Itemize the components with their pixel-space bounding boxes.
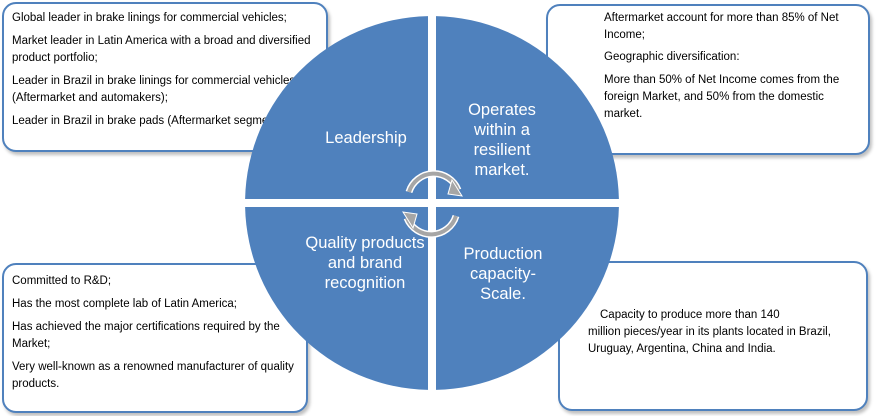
leadership-point: Global leader in brake linings for comme… — [12, 12, 287, 24]
quality-point: Committed to R&D; — [12, 275, 112, 287]
quadrant-quality — [245, 207, 428, 390]
quadrant-production-capacity — [436, 207, 619, 390]
market-point: Aftermarket account for more than 85% of… — [604, 12, 839, 41]
label-quality-products: Quality products and brand recognition — [305, 234, 425, 292]
leadership-point: Market leader in Latin America with a br… — [12, 35, 311, 64]
market-point: Geographic diversification: — [604, 51, 740, 63]
quality-details-box: Committed to R&D; Has the most complete … — [2, 263, 308, 413]
market-point: More than 50% of Net Income comes from t… — [604, 74, 840, 120]
quadrant-leadership — [245, 16, 428, 199]
capacity-point: Capacity to produce more than 140 — [600, 309, 780, 321]
label-leadership: Leadership — [325, 129, 407, 147]
leadership-point: Leader in Brazil in brake linings for co… — [12, 75, 296, 104]
cycle-arrows-icon — [402, 170, 463, 238]
capacity-details-box: Capacity to produce more than 140 millio… — [558, 261, 868, 411]
quality-point: Very well-known as a renowned manufactur… — [12, 361, 294, 390]
quadrant-resilient-market — [436, 16, 619, 199]
market-details-box: Aftermarket account for more than 85% of… — [546, 4, 870, 155]
leadership-details-box: Global leader in brake linings for comme… — [2, 2, 328, 152]
label-resilient-market: Operates within a resilient market. — [468, 101, 536, 179]
label-production-capacity: Production capacity-Scale. — [463, 245, 543, 303]
leadership-point: Leader in Brazil in brake pads (Aftermar… — [12, 115, 285, 127]
quality-point: Has the most complete lab of Latin Ameri… — [12, 298, 237, 310]
quality-point: Has achieved the major certifications re… — [12, 321, 280, 350]
capacity-point: million pieces/year in its plants locate… — [588, 326, 831, 355]
